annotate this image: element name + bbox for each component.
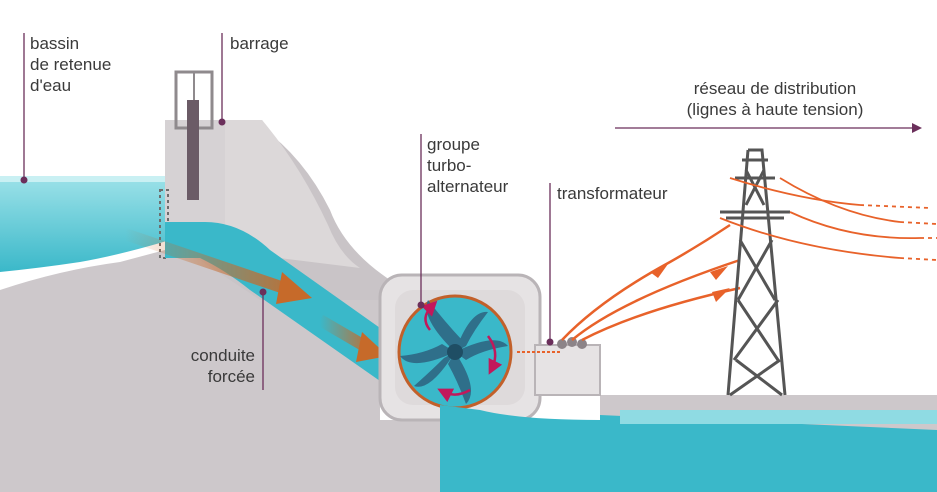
leader-lines — [23, 33, 915, 390]
reservoir-water — [0, 178, 170, 272]
label-turbine-line-1: groupe — [427, 135, 480, 154]
label-penstock: conduite forcée — [160, 345, 255, 387]
label-grid: réseau de distribution (lignes à haute t… — [645, 78, 905, 120]
turbine-hub — [447, 344, 463, 360]
label-grid-line-2: (lignes à haute tension) — [686, 100, 864, 119]
label-reservoir: bassin de retenue d'eau — [30, 33, 111, 96]
river-surface — [620, 410, 937, 424]
label-reservoir-line-3: d'eau — [30, 76, 72, 95]
rotation-arrow-1 — [421, 300, 438, 331]
label-dam: barrage — [230, 34, 289, 53]
flow-arrow-1 — [123, 228, 292, 296]
label-transformer: transformateur — [557, 184, 668, 203]
gate-rod — [187, 100, 199, 200]
overhead-lines — [719, 177, 921, 259]
rotation-arrow-2 — [486, 335, 503, 375]
outflow-channel — [440, 405, 937, 492]
pylon — [720, 148, 790, 397]
flow-arrow-1-head — [276, 272, 312, 304]
turbine-blades — [400, 300, 508, 404]
label-grid-line-1: réseau de distribution — [693, 79, 857, 98]
label-penstock-line-2: forcée — [207, 367, 255, 386]
label-reservoir-line-1: bassin — [30, 34, 80, 53]
label-turbine-line-2: turbo- — [427, 156, 472, 175]
label-penstock-line-1: conduite — [190, 346, 255, 365]
transformer-box — [534, 344, 601, 396]
power-cables — [561, 223, 741, 342]
label-reservoir-line-2: de retenue — [30, 55, 112, 74]
reservoir-surface — [0, 176, 170, 182]
label-turbine-line-3: alternateur — [427, 177, 509, 196]
rotation-arrow-3 — [437, 388, 471, 403]
label-turbine: groupe turbo- alternateur — [427, 134, 508, 197]
